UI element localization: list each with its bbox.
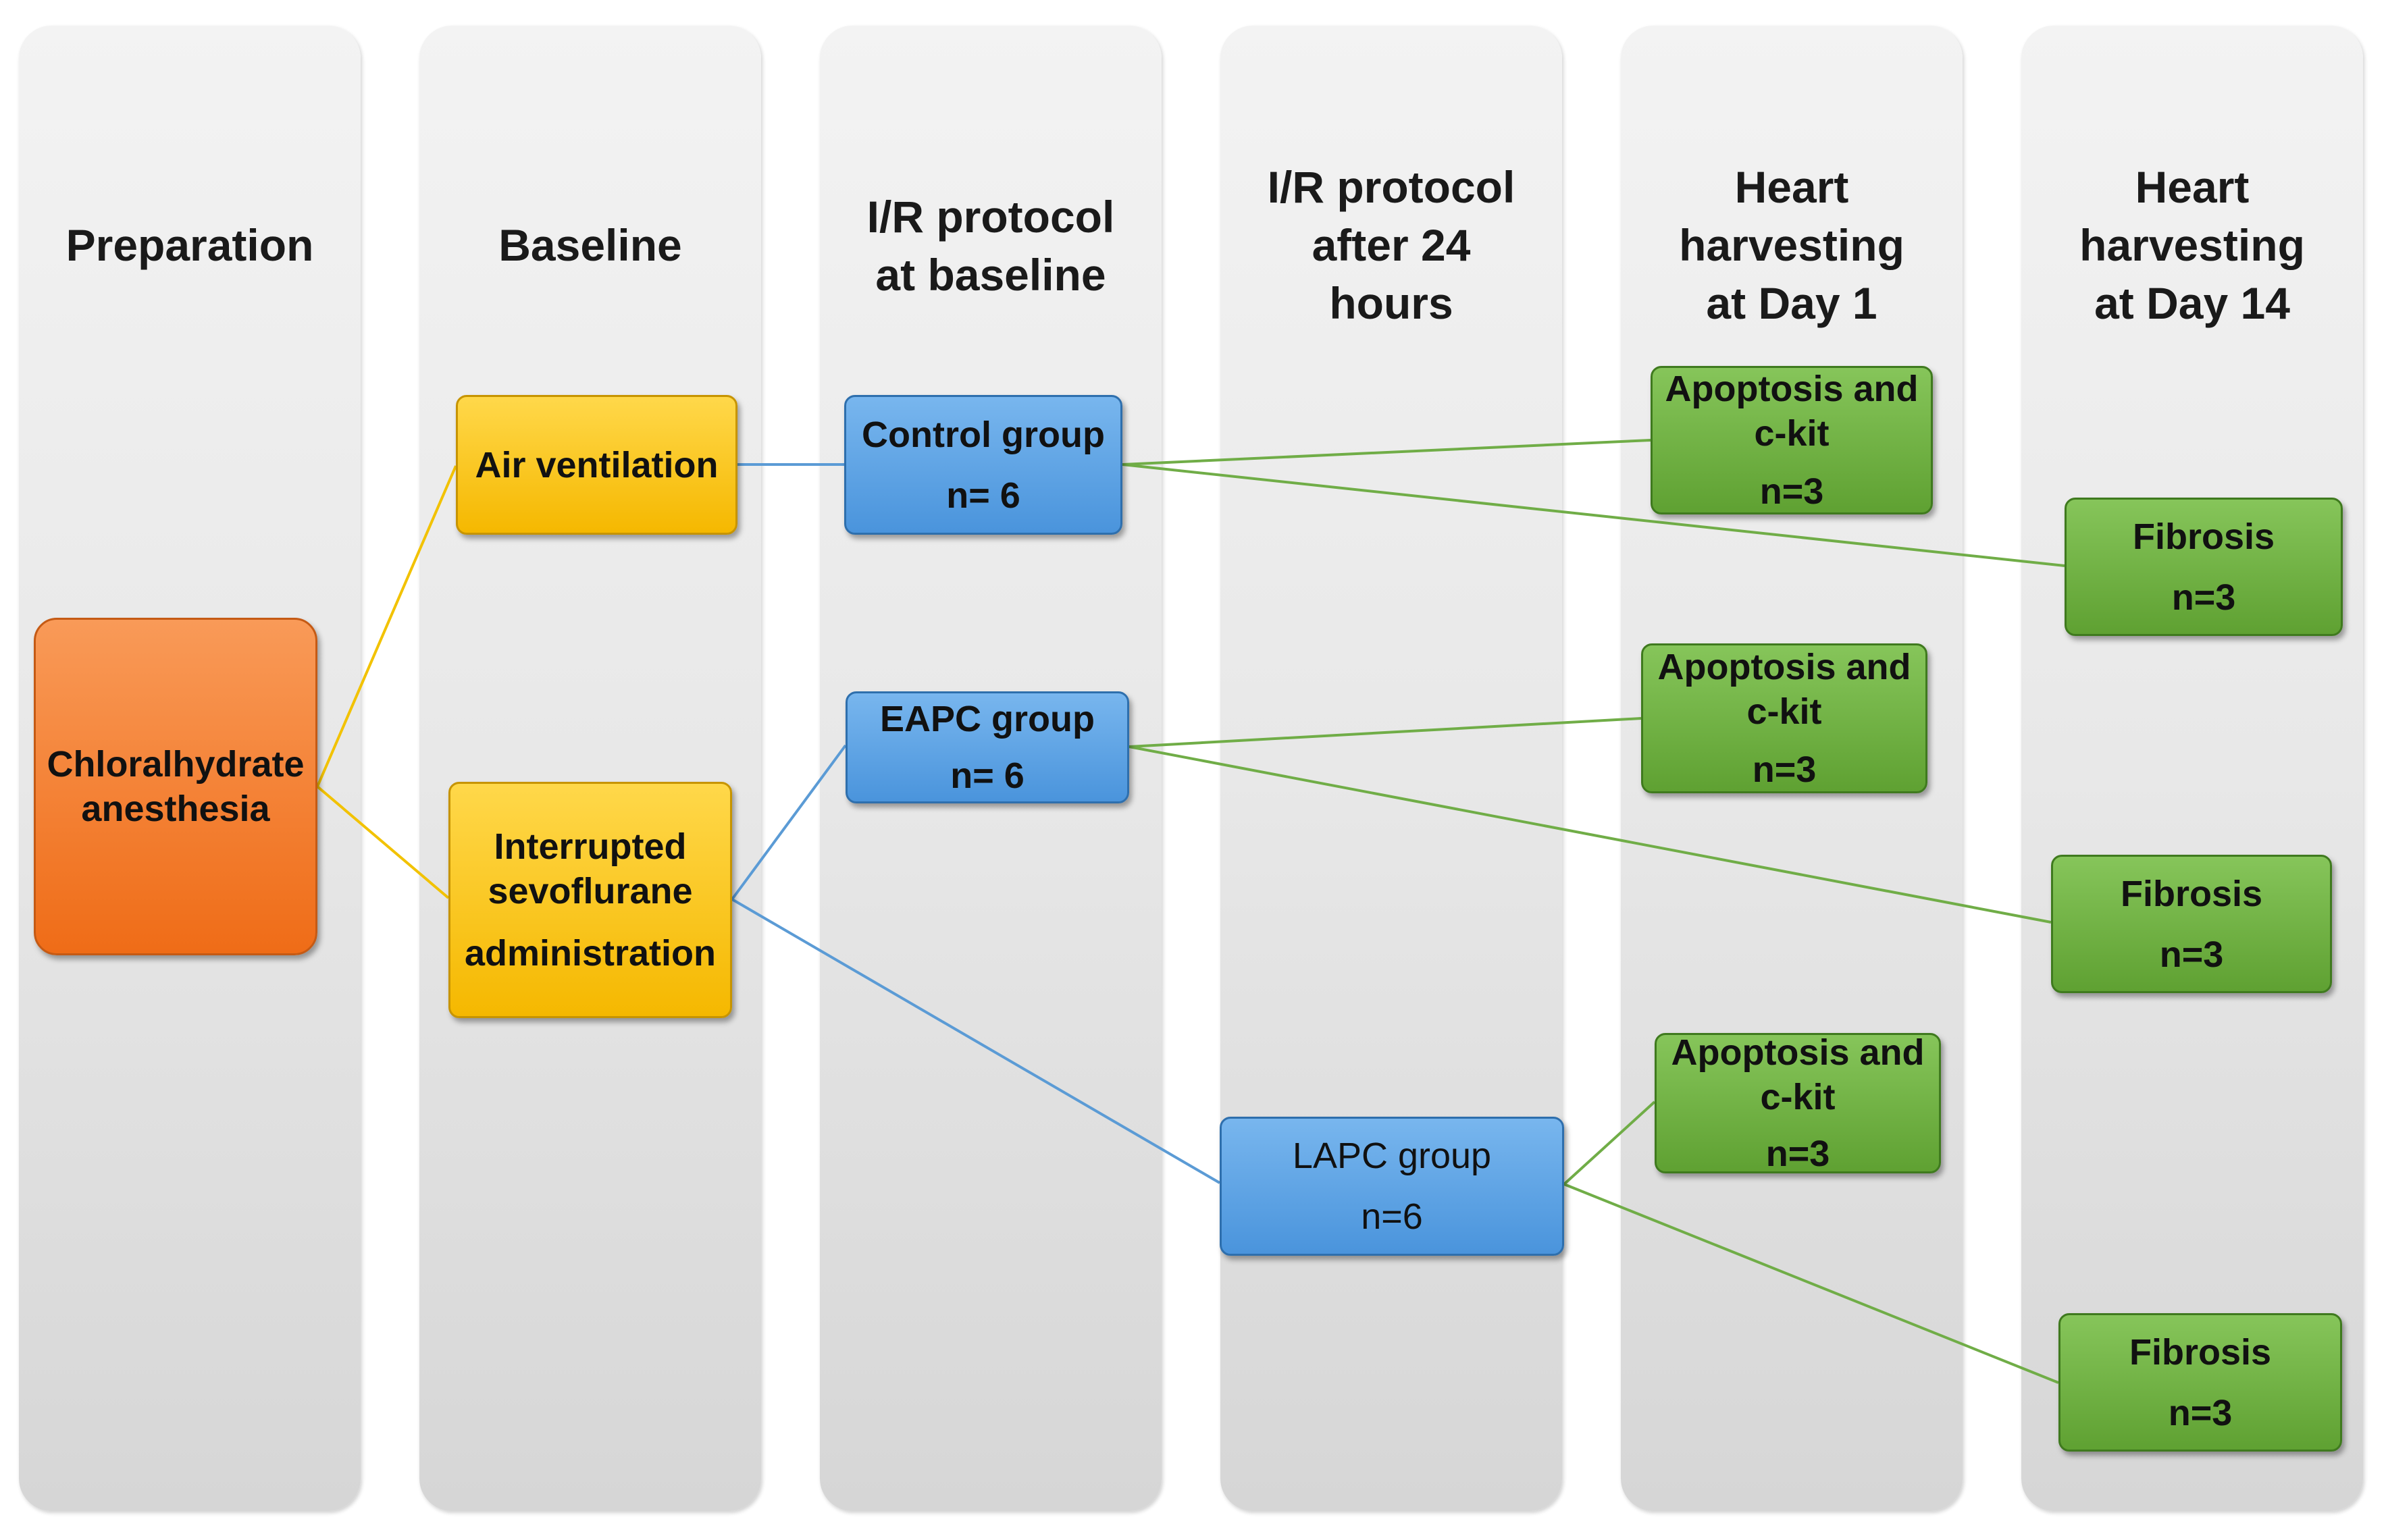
column-title-ir-baseline: I/R protocol at baseline <box>866 192 1115 300</box>
connector-eapc-apo2 <box>1129 717 1642 748</box>
node-chloralhydrate-anesthesia: Chloralhydrate anesthesia <box>34 618 317 955</box>
node-count: n=3 <box>1759 471 1824 512</box>
node-label: Control group <box>862 414 1105 455</box>
node-apoptosis-ckit-1: Apoptosis and c-kit n=3 <box>1651 366 1933 514</box>
node-count: n= 6 <box>950 755 1025 796</box>
column-title-harvest-day14: Heart harvesting at Day 14 <box>2079 162 2305 328</box>
node-control-group: Control group n= 6 <box>844 395 1122 535</box>
connector-sevo-lapc <box>731 898 1221 1184</box>
node-label: Apoptosis and c-kit <box>1657 647 1911 732</box>
node-eapc-group: EAPC group n= 6 <box>846 691 1129 803</box>
column-harvest-day14: Heart harvesting at Day 14 <box>2021 26 2363 1511</box>
connector-chloral-air <box>316 465 457 787</box>
blue-connectors <box>731 463 1221 1184</box>
node-count: n=6 <box>1361 1196 1423 1237</box>
node-label: Chloralhydrate anesthesia <box>47 744 305 829</box>
column-ir-24h: I/R protocol after 24 hours <box>1220 26 1562 1511</box>
connector-lapc-apo3 <box>1563 1100 1656 1186</box>
node-count: n=3 <box>2171 577 2236 618</box>
node-label: Air ventilation <box>475 444 719 485</box>
node-fibrosis-2: Fibrosis n=3 <box>2051 855 2332 993</box>
node-label: EAPC group <box>880 699 1095 739</box>
node-label: LAPC group <box>1292 1136 1492 1176</box>
column-baseline: Baseline <box>419 26 761 1511</box>
node-count: n=3 <box>2168 1392 2233 1433</box>
connector-eapc-fib2 <box>1129 745 2052 924</box>
node-lapc-group: LAPC group n=6 <box>1220 1117 1564 1256</box>
node-apoptosis-ckit-2: Apoptosis and c-kit n=3 <box>1641 643 1927 793</box>
node-count: n= 6 <box>946 475 1020 516</box>
column-title-preparation: Preparation <box>66 220 314 270</box>
column-title-baseline: Baseline <box>498 220 682 270</box>
connector-chloral-sevo <box>316 785 450 899</box>
node-label: Apoptosis and c-kit <box>1671 1032 1925 1117</box>
connector-lapc-fib3 <box>1563 1183 2059 1384</box>
connector-control-apo1 <box>1122 439 1651 466</box>
node-count: n=3 <box>1752 749 1817 790</box>
green-connectors <box>1122 439 2065 1384</box>
node-fibrosis-1: Fibrosis n=3 <box>2065 498 2343 636</box>
node-label: Apoptosis and c-kit <box>1665 369 1919 454</box>
node-count: n=3 <box>2159 934 2224 975</box>
column-title-harvest-day1: Heart harvesting at Day 1 <box>1679 162 1904 328</box>
connector-sevo-eapc <box>731 744 847 901</box>
node-label: Interrupted sevoflurane <box>488 826 693 911</box>
yellow-connectors <box>316 465 457 899</box>
node-count: n=3 <box>1765 1134 1830 1174</box>
node-air-ventilation: Air ventilation <box>456 395 737 535</box>
node-fibrosis-3: Fibrosis n=3 <box>2058 1313 2342 1452</box>
column-title-ir-24h: I/R protocol after 24 hours <box>1267 162 1515 328</box>
node-interrupted-sevoflurane: Interrupted sevoflurane administration <box>448 782 732 1018</box>
connector-control-fib1 <box>1122 463 2065 567</box>
node-label: Fibrosis <box>2132 516 2275 557</box>
node-label: Fibrosis <box>2120 873 2263 914</box>
node-label: Fibrosis <box>2129 1331 2272 1373</box>
node-label-2: administration <box>464 933 717 974</box>
node-apoptosis-ckit-3: Apoptosis and c-kit n=3 <box>1655 1032 1941 1174</box>
